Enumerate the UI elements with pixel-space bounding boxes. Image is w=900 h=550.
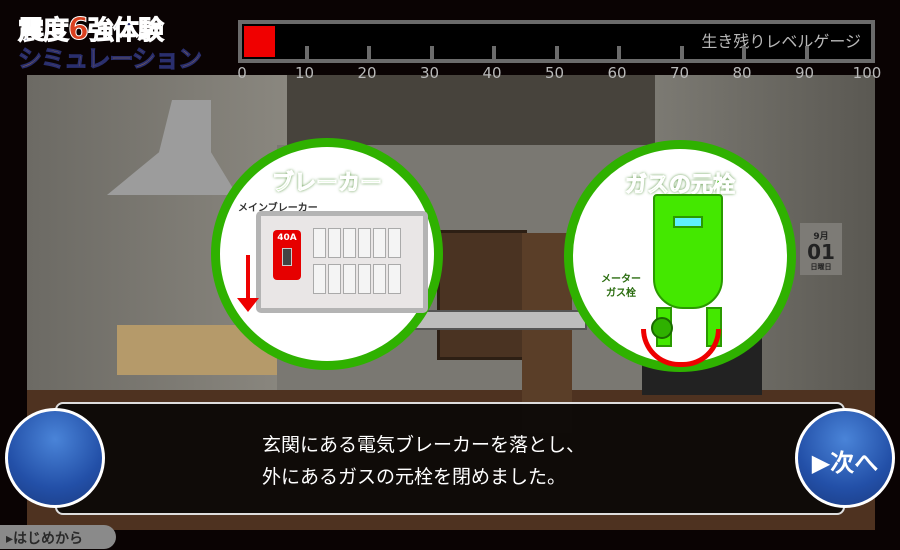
- calendar-day: 01: [807, 240, 835, 264]
- logo-text: 震度: [17, 16, 69, 46]
- calendar-month: 9月: [813, 232, 829, 242]
- gauge-tick: [492, 46, 496, 59]
- survival-gauge: 生き残りレベルゲージ: [238, 20, 875, 63]
- gauge-tick: [742, 46, 746, 59]
- calendar-weekday: 日曜日: [810, 263, 832, 271]
- dining-table: [407, 310, 587, 330]
- logo-subtitle: シミュレーション: [18, 45, 203, 74]
- gauge-tick-label: 60: [607, 64, 627, 82]
- main-breaker-label: メインブレーカー: [238, 203, 318, 214]
- wall-calendar: 9月 01 日曜日: [800, 223, 842, 275]
- app-logo: 震度6強体験 シミュレーション: [17, 14, 228, 78]
- gauge-tick-label: 40: [482, 64, 502, 82]
- logo-number: 6: [68, 12, 90, 47]
- gauge-tick-label: 10: [294, 64, 315, 82]
- next-label: ▶次へ: [811, 449, 879, 477]
- rotate-arrow-icon: [641, 329, 721, 367]
- gauge-tick: [554, 46, 559, 59]
- gauge-tick: [617, 46, 621, 59]
- breaker-callout: ブレーカー メインブレーカー 40A: [211, 138, 443, 370]
- gauge-tick-label: 90: [794, 64, 815, 82]
- shelf: [437, 230, 527, 360]
- dialog-line: 外にあるガスの元栓を閉めました。: [262, 466, 567, 488]
- meter-valve-label: メーターガス栓: [601, 274, 641, 299]
- gauge-tick: [804, 46, 809, 59]
- circuit-breaker-switch: [358, 228, 371, 258]
- gauge-tick-label: 70: [669, 64, 690, 82]
- main-breaker-switch: 40A: [273, 230, 301, 280]
- gauge-tick-label: 30: [419, 64, 440, 82]
- door: [522, 233, 572, 433]
- circuit-breaker-switch: [373, 228, 386, 258]
- left-orb-decoration: [5, 408, 105, 508]
- circuit-breaker-switch: [373, 264, 386, 294]
- circuit-breaker-switch: [343, 264, 356, 294]
- next-button[interactable]: ▶次へ: [795, 408, 895, 508]
- dialog-line: 玄関にある電気ブレーカーを落とし、: [262, 434, 586, 456]
- gauge-label: 生き残りレベルゲージ: [701, 32, 861, 51]
- gauge-tick: [304, 46, 309, 59]
- circuit-breaker-switch: [358, 264, 371, 294]
- breaker-title: ブレーカー: [271, 171, 382, 197]
- circuit-breaker-switch: [343, 228, 356, 258]
- circuit-breaker-switch: [328, 264, 341, 294]
- gauge-tick-label: 20: [357, 64, 377, 82]
- breaker-panel: 40A: [256, 211, 428, 313]
- restart-button[interactable]: ▸はじめから: [0, 525, 116, 549]
- gauge-fill: [244, 26, 276, 57]
- circuit-breaker-switch: [328, 228, 341, 258]
- message-dialog: 玄関にある電気ブレーカーを落とし、 外にあるガスの元栓を閉めました。: [55, 402, 845, 515]
- arrow-down-icon: [237, 255, 259, 312]
- logo-text: 強体験: [87, 16, 164, 46]
- circuit-breaker-switch: [388, 264, 401, 294]
- amp-label: 40A: [277, 233, 297, 243]
- gauge-tick-label: 0: [237, 64, 247, 82]
- gauge-tick-label: 80: [732, 64, 752, 82]
- circuit-breaker-switch: [313, 228, 326, 258]
- gas-meter: [653, 194, 723, 309]
- gas-valve-callout: ガスの元栓 メーターガス栓: [564, 140, 796, 372]
- circuit-breaker-switch: [388, 228, 401, 258]
- gauge-tick: [367, 46, 371, 59]
- circuit-breaker-switch: [313, 264, 326, 294]
- gauge-tick-label: 50: [544, 64, 565, 82]
- gauge-tick-label: 100: [852, 64, 882, 82]
- gauge-tick: [429, 46, 434, 59]
- gauge-tick: [679, 46, 684, 59]
- dialog-text: 玄関にある電気ブレーカーを落とし、 外にあるガスの元栓を閉めました。: [262, 429, 585, 493]
